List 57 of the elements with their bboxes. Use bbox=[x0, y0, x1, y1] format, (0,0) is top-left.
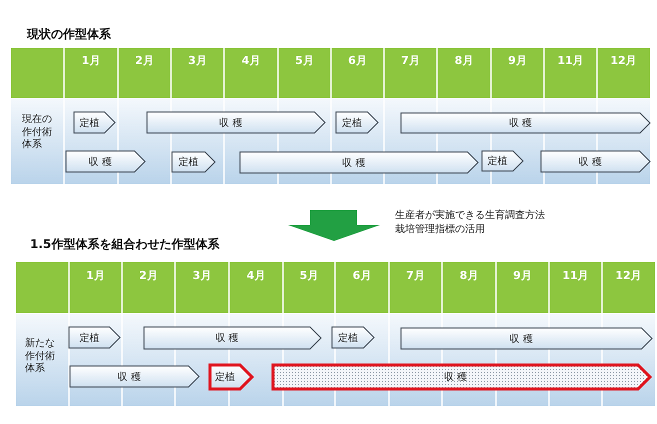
month-label: 11月 bbox=[556, 53, 585, 68]
stage-label: 収 穫 bbox=[442, 370, 468, 385]
phase-bar bbox=[66, 151, 145, 172]
note-text: 生産者が実施できる生育調査方法 bbox=[395, 208, 545, 222]
stage-label: 収 穫 bbox=[88, 156, 113, 170]
month-label: 3月 bbox=[187, 53, 208, 68]
month-label: 7月 bbox=[405, 268, 426, 283]
stage-label: 定植 bbox=[486, 154, 508, 169]
stage-label: 収 穫 bbox=[341, 156, 366, 170]
month-label: 6月 bbox=[352, 268, 372, 283]
phase-bar bbox=[401, 328, 652, 349]
month-label: 1月 bbox=[80, 53, 102, 68]
month-label: 2月 bbox=[138, 268, 159, 283]
stage-label: 定植 bbox=[336, 332, 359, 346]
stage-label: 定植 bbox=[340, 116, 363, 130]
phase-bar bbox=[147, 112, 325, 133]
stage-label: 定植 bbox=[214, 370, 236, 385]
phase-bar bbox=[210, 365, 252, 389]
phase-bar bbox=[144, 327, 321, 349]
month-label: 9月 bbox=[512, 268, 533, 283]
stage-label: 収 穫 bbox=[508, 332, 534, 346]
month-label: 3月 bbox=[192, 268, 212, 283]
phase-bar bbox=[482, 151, 523, 171]
stage-label: 定植 bbox=[78, 116, 100, 130]
month-label: 9月 bbox=[507, 53, 528, 68]
stage-label: 収 穫 bbox=[116, 370, 142, 384]
month-label: 12月 bbox=[609, 53, 638, 68]
stage-label: 定植 bbox=[178, 156, 200, 170]
phase-bar bbox=[172, 152, 215, 172]
phase-bar bbox=[70, 366, 199, 387]
phase-bar bbox=[401, 113, 650, 133]
month-label: 6月 bbox=[347, 53, 368, 68]
stage-label: 収 穫 bbox=[214, 332, 240, 346]
stage-label: 定植 bbox=[78, 332, 100, 346]
month-label: 8月 bbox=[454, 53, 474, 68]
stage-label: 収 穫 bbox=[578, 156, 603, 170]
month-label: 11月 bbox=[561, 268, 590, 283]
row-heading: 現在の作付術体系 bbox=[22, 114, 52, 152]
month-label: 1月 bbox=[85, 268, 106, 283]
phase-bar bbox=[273, 365, 650, 389]
month-label: 7月 bbox=[400, 53, 421, 68]
month-label: 4月 bbox=[240, 53, 262, 68]
phase-bar bbox=[541, 151, 650, 172]
month-label: 5月 bbox=[298, 268, 320, 283]
section-title: 1.5作型体系を組合わせた作型体系 bbox=[30, 236, 220, 253]
month-label: 12月 bbox=[614, 268, 643, 283]
month-label: 2月 bbox=[134, 53, 155, 68]
stage-label: 収 穫 bbox=[508, 116, 534, 131]
phase-bar bbox=[240, 152, 478, 173]
note-text: 栽培管理指標の活用 bbox=[395, 222, 485, 236]
month-label: 5月 bbox=[294, 53, 315, 68]
month-label: 4月 bbox=[246, 268, 266, 283]
section-title: 現状の作型体系 bbox=[27, 26, 111, 43]
phase-bar bbox=[69, 327, 120, 348]
stage-label: 収 穫 bbox=[218, 116, 244, 130]
row-heading: 新たな作付術体系 bbox=[25, 338, 55, 376]
month-label: 8月 bbox=[458, 268, 480, 283]
